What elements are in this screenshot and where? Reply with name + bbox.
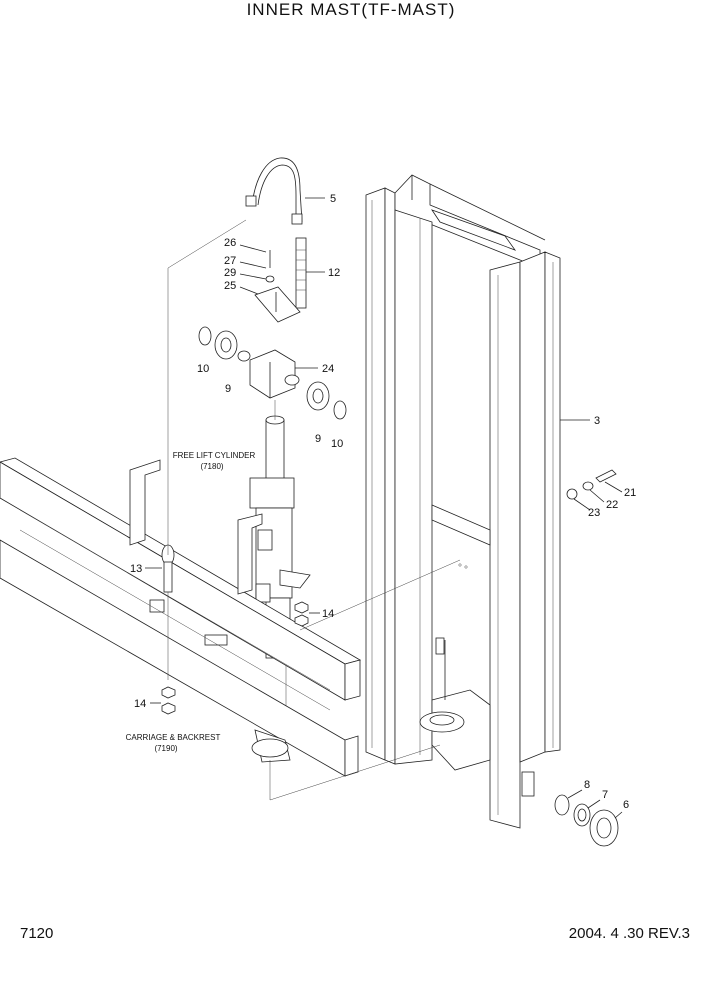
callout-9-right: 9 — [315, 433, 321, 445]
callout-23: 23 — [588, 507, 600, 519]
chain — [245, 157, 325, 225]
roller-set — [554, 789, 623, 847]
callout-8: 8 — [584, 779, 590, 791]
callout-10-right: 10 — [331, 438, 343, 450]
carriage-backrest-ref: (7190) — [154, 744, 177, 753]
callout-12: 12 — [328, 267, 340, 279]
free-lift-cylinder-ref: (7180) — [200, 462, 223, 471]
eye-bolt — [145, 544, 320, 715]
callout-10-left: 10 — [197, 363, 209, 375]
sheave-bracket — [198, 326, 347, 420]
callout-9-left: 9 — [225, 383, 231, 395]
alignment-lines — [167, 219, 461, 801]
callout-27: 27 — [224, 255, 236, 267]
callout-22: 22 — [606, 499, 618, 511]
callout-21: 21 — [624, 487, 636, 499]
mast-bolt-set — [566, 469, 623, 511]
revision-date: 2004. 4 .30 REV.3 — [568, 925, 690, 942]
callout-6: 6 — [623, 799, 629, 811]
callout-14-left: 14 — [134, 698, 146, 710]
bracket-plate — [239, 244, 301, 323]
chain-anchor-bolt — [295, 237, 325, 309]
carriage-backrest — [0, 457, 362, 777]
callout-24: 24 — [322, 363, 334, 375]
callout-29: 29 — [224, 267, 236, 279]
carriage-backrest-label: CARRIAGE & BACKREST — [126, 733, 221, 742]
callout-3: 3 — [594, 415, 600, 427]
inner-mast — [365, 174, 590, 829]
callout-26: 26 — [224, 237, 236, 249]
page-title: INNER MAST(TF-MAST) — [246, 0, 456, 19]
free-lift-cylinder-label: FREE LIFT CYLINDER — [173, 451, 256, 460]
callout-13: 13 — [130, 563, 142, 575]
callout-14-right: 14 — [322, 608, 334, 620]
page-number: 7120 — [20, 925, 54, 942]
callout-25: 25 — [224, 280, 236, 292]
callout-7: 7 — [602, 789, 608, 801]
callout-5: 5 — [330, 193, 336, 205]
